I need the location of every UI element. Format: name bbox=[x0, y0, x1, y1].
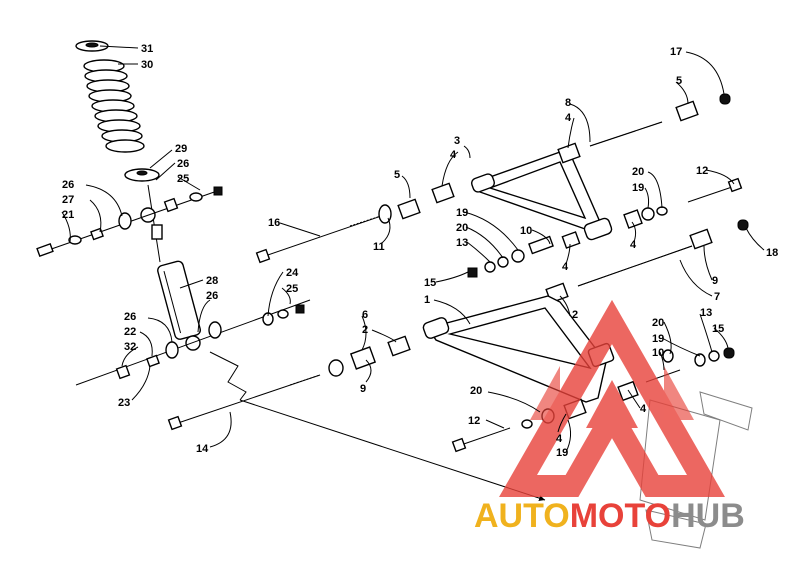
callout-31: 31 bbox=[141, 43, 153, 55]
callout-2-b: 2 bbox=[362, 324, 368, 336]
callout-labels: 31 30 29 26 25 26 27 21 28 26 24 25 26 2… bbox=[62, 43, 778, 459]
callout-5-b: 5 bbox=[676, 75, 682, 87]
callout-29: 29 bbox=[175, 143, 187, 155]
callout-23: 23 bbox=[118, 397, 130, 409]
callout-20-c: 20 bbox=[652, 317, 664, 329]
callout-30: 30 bbox=[141, 59, 153, 71]
callout-3: 3 bbox=[454, 135, 460, 147]
callout-26-c: 26 bbox=[206, 290, 218, 302]
callout-4-c: 4 bbox=[630, 239, 637, 251]
callout-5-a: 5 bbox=[394, 169, 400, 181]
callout-9-a: 9 bbox=[712, 275, 718, 287]
callout-10-b: 10 bbox=[652, 347, 664, 359]
callout-21: 21 bbox=[62, 209, 74, 221]
callout-1: 1 bbox=[424, 294, 430, 306]
watermark-logo: AUTOMOTOHUB bbox=[474, 299, 745, 535]
callout-27: 27 bbox=[62, 194, 74, 206]
callout-20-b: 20 bbox=[456, 222, 468, 234]
watermark-part1: AUTO bbox=[474, 497, 570, 535]
watermark-triangle-icon bbox=[499, 299, 725, 497]
callout-32: 32 bbox=[124, 341, 136, 353]
callout-19-b: 19 bbox=[456, 207, 468, 219]
leader-lines bbox=[61, 45, 765, 453]
callout-10-a: 10 bbox=[520, 225, 532, 237]
callout-4-f: 4 bbox=[556, 433, 563, 445]
callout-13-a: 13 bbox=[456, 237, 468, 249]
callout-25-a: 25 bbox=[177, 173, 189, 185]
watermark-part2: MOTO bbox=[570, 497, 671, 535]
callout-24: 24 bbox=[286, 267, 299, 279]
callout-8: 8 bbox=[565, 97, 571, 109]
callout-26-a: 26 bbox=[177, 158, 189, 170]
coil-spring bbox=[83, 59, 145, 153]
callout-19-d: 19 bbox=[556, 447, 568, 459]
callout-15-b: 15 bbox=[712, 323, 724, 335]
callout-7: 7 bbox=[714, 291, 720, 303]
callout-4-d: 4 bbox=[562, 261, 569, 273]
upper-a-arm-assembly bbox=[255, 93, 749, 304]
callout-19-c: 19 bbox=[652, 333, 664, 345]
callout-26-b: 26 bbox=[62, 179, 74, 191]
callout-20-a: 20 bbox=[632, 166, 644, 178]
callout-17: 17 bbox=[670, 46, 682, 58]
callout-19-a: 19 bbox=[632, 182, 644, 194]
callout-6: 6 bbox=[362, 309, 368, 321]
shock-assembly bbox=[36, 40, 546, 501]
callout-11: 11 bbox=[373, 241, 385, 253]
watermark-part3: HUB bbox=[671, 497, 745, 535]
callout-9-b: 9 bbox=[360, 383, 366, 395]
callout-20-d: 20 bbox=[470, 385, 482, 397]
callout-14: 14 bbox=[196, 443, 209, 455]
callout-12-b: 12 bbox=[468, 415, 480, 427]
svg-text:AUTOMOTOHUB: AUTOMOTOHUB bbox=[474, 497, 745, 535]
callout-25-b: 25 bbox=[286, 283, 298, 295]
callout-13-b: 13 bbox=[700, 307, 712, 319]
callout-28: 28 bbox=[206, 275, 218, 287]
callout-15-a: 15 bbox=[424, 277, 436, 289]
callout-16: 16 bbox=[268, 217, 280, 229]
callout-4-a: 4 bbox=[450, 149, 457, 161]
callout-22: 22 bbox=[124, 326, 136, 338]
callout-26-d: 26 bbox=[124, 311, 136, 323]
callout-4-e: 4 bbox=[640, 403, 647, 415]
callout-2-a: 2 bbox=[572, 309, 578, 321]
callout-4-b: 4 bbox=[565, 112, 572, 124]
callout-12-a: 12 bbox=[696, 165, 708, 177]
callout-18: 18 bbox=[766, 247, 778, 259]
